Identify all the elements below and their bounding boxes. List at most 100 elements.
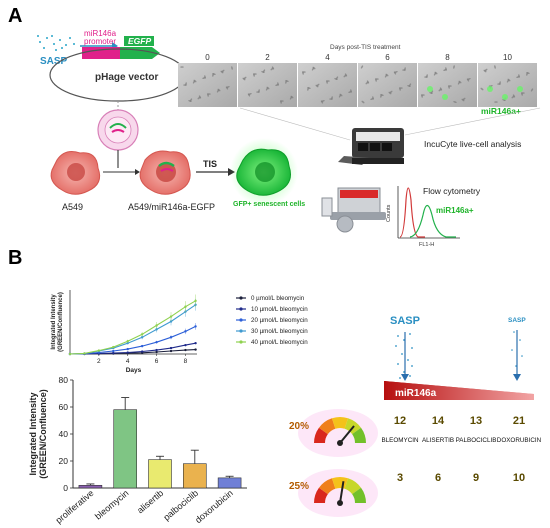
gfp-positive-cell [442, 94, 448, 100]
cell-speck [197, 96, 201, 100]
promoter-block [82, 47, 120, 59]
legend-label: 0 µmol/L bleomycin [251, 295, 305, 302]
cell-speck [402, 69, 406, 71]
line-x-tick-label: 2 [97, 358, 101, 365]
bar-y-tick-label: 40 [59, 429, 69, 439]
cell-speck [399, 87, 401, 91]
lentivirus-egfp [109, 123, 127, 129]
cell-speck [516, 76, 520, 78]
gauges: 20%25% [289, 409, 378, 517]
line-point [140, 336, 144, 339]
gauge-segment [344, 478, 362, 495]
cell-speck [388, 91, 392, 95]
cell-speck [526, 72, 528, 76]
flow-counts-label: Counts [386, 204, 392, 222]
cell-speck [216, 89, 220, 93]
cell-speck [311, 67, 315, 71]
legend-marker [239, 329, 243, 333]
drug-label: ALISERTIB [422, 437, 454, 444]
drug-label: PALBOCICLIB [456, 437, 497, 444]
cell-speck [183, 84, 187, 86]
gauge-needle [339, 481, 345, 504]
sasp-label-a: SASP [40, 56, 68, 67]
incucyte-guide-left [239, 107, 351, 141]
line-point [169, 349, 173, 353]
line-point [184, 330, 187, 333]
line-point [140, 350, 144, 353]
cell-speck [438, 88, 442, 92]
line-y-label: Integrated Intensity(GREEN/Confluence) [51, 292, 64, 352]
cell-speck [348, 91, 352, 93]
gfp-positive-cell [502, 94, 508, 100]
micrograph-day-8 [418, 63, 477, 107]
flow-mir146a-label: miR146a+ [436, 206, 474, 215]
gauge-percent: 25% [289, 481, 309, 492]
micrograph-day-6 [358, 63, 417, 107]
cell-speck [220, 70, 224, 74]
cell-speck [225, 86, 229, 90]
cell-speck [494, 101, 498, 103]
gauge-segment [318, 478, 336, 495]
gauge-segment [318, 418, 336, 435]
bar-bleomycin [113, 409, 137, 489]
panel-b-letter: B [8, 247, 22, 269]
incucyte-device [338, 128, 404, 165]
sasp-left-arrowhead [401, 374, 409, 381]
legend-marker [239, 318, 243, 322]
line-x-label: Days [126, 367, 142, 374]
drug-label: DOXORUBICIN [497, 437, 542, 444]
cell-speck [334, 78, 338, 80]
flow-cytometer-device [321, 187, 386, 233]
cell-speck [302, 71, 304, 75]
cell-speck [320, 100, 324, 104]
line-point [155, 340, 158, 344]
cell-speck [384, 74, 388, 78]
gauge-segment [331, 477, 349, 489]
gauge-row1-value: 14 [432, 415, 445, 427]
cell-speck [212, 73, 214, 77]
line-point [194, 341, 197, 345]
line-point [184, 343, 187, 347]
bar-y-tick-label: 0 [63, 483, 68, 493]
cell-speck [338, 94, 342, 98]
cell-speck [253, 73, 255, 77]
cell-speck [202, 77, 206, 79]
reporter-cell-label: A549/miR146a-EGFP [128, 202, 215, 212]
line-point [194, 299, 197, 303]
lentivirus-promoter [111, 129, 125, 133]
cell-speck [393, 71, 397, 75]
cell-speck [180, 66, 184, 68]
cell-speck [443, 69, 447, 71]
legend-label: 30 µmol/L bleomycin [251, 328, 308, 335]
mir146a-gradient-wedge-full [384, 381, 534, 400]
micrograph-day-2 [238, 63, 297, 107]
gauge-row1-value: 21 [513, 415, 525, 427]
line-point [194, 325, 197, 328]
line-point [184, 305, 187, 308]
day-label: 8 [445, 53, 450, 62]
line-point [97, 349, 101, 352]
sasp-left-label: SASP [390, 315, 420, 327]
reporter-cell [139, 150, 191, 195]
gauge-row2-value: 9 [473, 472, 479, 484]
micrograph-day-10 [478, 63, 537, 107]
legend-marker [239, 296, 243, 300]
egfp-tag [124, 36, 154, 46]
cell-speck [247, 93, 251, 97]
line-point [155, 350, 158, 354]
cell-speck [453, 65, 455, 69]
cell-speck [207, 93, 209, 97]
gauge-needle [339, 425, 355, 444]
cell-speck [361, 100, 365, 104]
line-point [112, 349, 115, 353]
gauge-segment [352, 427, 366, 443]
cell-speck [375, 78, 377, 82]
cell-speck [433, 72, 437, 76]
gfp-positive-cell [487, 86, 493, 92]
micrograph-strip [178, 63, 537, 107]
line-point [140, 333, 144, 336]
egfp-block [120, 47, 160, 59]
gauge-segment [314, 487, 328, 503]
